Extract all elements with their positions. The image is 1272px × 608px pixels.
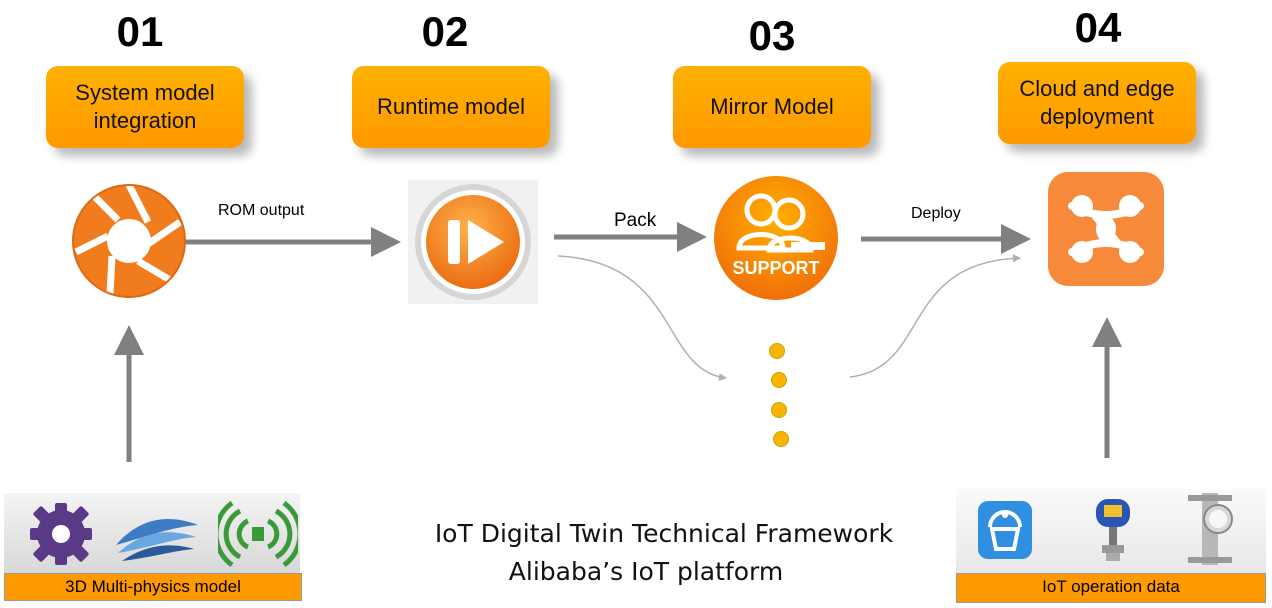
- step-box-system-model-integration: System model integration: [46, 66, 244, 148]
- multiphysics-panel: [4, 493, 300, 573]
- pressure-transmitter-icon: [1096, 499, 1130, 561]
- aperture-icon: [70, 182, 188, 300]
- bucket-app-icon: [978, 501, 1032, 559]
- step-number-03: 03: [748, 12, 796, 59]
- step-label: System model integration: [75, 80, 215, 133]
- flowmeter-icon: [1188, 493, 1233, 565]
- ellipsis-dot: [771, 402, 787, 418]
- signal-waves-icon: [218, 501, 298, 567]
- step-number-04: 04: [1074, 4, 1122, 51]
- iot-devices-panel: [956, 489, 1266, 573]
- step-number-02: 02: [421, 8, 469, 55]
- step-number-01: 01: [116, 8, 164, 55]
- platform-subtitle: Alibaba’s IoT platform: [508, 557, 784, 586]
- step-label: Mirror Model: [710, 94, 834, 119]
- ellipsis-dot: [771, 372, 787, 388]
- iot-operation-label: IoT operation data: [956, 573, 1266, 603]
- ellipsis-dot: [769, 343, 785, 359]
- wave-logo-icon: [116, 519, 198, 561]
- edge-label-rom-output: ROM output: [218, 202, 305, 219]
- step-box-cloud-edge-deployment: Cloud and edge deployment: [998, 62, 1196, 144]
- gear-icon: [30, 503, 92, 565]
- cloud-edge-logo-icon: [1042, 166, 1170, 292]
- step-box-runtime-model: Runtime model: [352, 66, 550, 148]
- framework-title: IoT Digital Twin Technical Framework: [434, 519, 894, 548]
- curve-branch-down: [557, 255, 727, 382]
- support-icon: SUPPORT: [709, 172, 843, 304]
- step-label: Runtime model: [377, 94, 525, 119]
- ellipsis-dot: [773, 431, 789, 447]
- curve-branch-up: [849, 254, 1021, 378]
- play-pause-icon: [408, 180, 538, 304]
- multiphysics-label: 3D Multi-physics model: [4, 573, 302, 601]
- support-text: SUPPORT: [732, 258, 820, 278]
- edge-label-pack: Pack: [614, 210, 657, 231]
- step-label: Cloud and edge deployment: [1019, 76, 1175, 129]
- edge-label-deploy: Deploy: [911, 205, 961, 222]
- step-box-mirror-model: Mirror Model: [673, 66, 871, 148]
